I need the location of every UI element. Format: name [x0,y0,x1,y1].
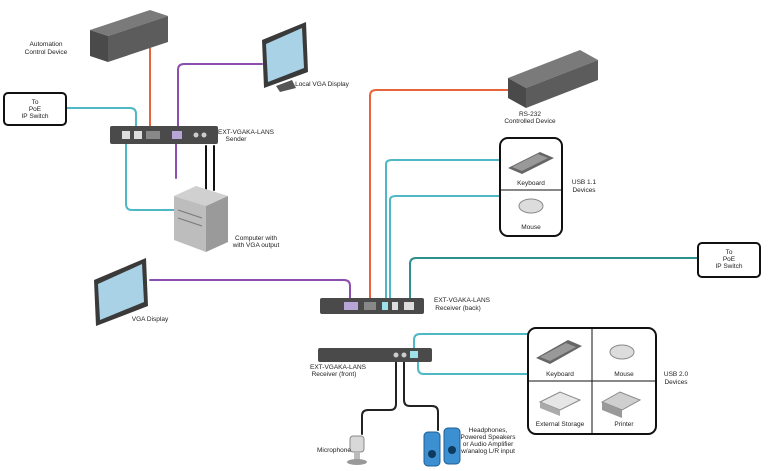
label-automation-1: Automation [30,41,63,48]
label-computer-2: with VGA output [232,242,280,249]
poe-switch-right-box [697,242,761,278]
local-vga-display [262,22,308,92]
ethernet-cable-receiver [409,257,699,301]
usb20-device-box [527,327,657,435]
microphone-icon [347,435,367,465]
label-usb11-2: Devices [572,187,596,194]
poe-switch-left-box [3,92,67,126]
label-audio-1: Headphones, [469,427,508,434]
rs232-cable-controlled [369,89,511,301]
label-receiver-back-1: EXT-VGAKA-LANS [434,297,491,304]
vga-cable-local-display [177,63,263,131]
label-receiver-back-2: Receiver (back) [435,305,481,312]
label-mouse-2: Mouse [614,371,634,378]
label-audio-3: or Audio Amplifier [463,441,514,448]
speakers-icon [423,427,461,467]
label-printer: Printer [614,421,634,428]
usb-cable-computer [125,139,179,211]
label-usb11-1: USB 1.1 [572,179,597,186]
audio-cable-speakers [403,359,439,431]
label-computer-1: Computer with [235,235,277,242]
label-audio-2: Powered Speakers [461,434,517,441]
usb-cable-usb20-a [413,333,531,353]
label-rs232-1: RS-232 [519,111,541,118]
label-poe-left-1: To [32,99,39,106]
label-keyboard-2: Keyboard [546,371,574,378]
vga-display [94,258,148,326]
receiver-back-unit [320,298,424,314]
label-automation-2: Control Device [25,49,68,56]
label-poe-left-3: IP Switch [22,113,49,120]
label-poe-right-3: IP Switch [716,263,743,270]
ethernet-cable-sender [65,107,137,131]
usb-cable-keyboard [385,159,503,301]
label-local-vga: Local VGA Display [295,81,350,88]
usb11-device-box [499,137,563,237]
label-rs232-2: Controlled Device [504,118,556,125]
label-receiver-front-1: EXT-VGAKA-LANS [310,364,367,371]
label-receiver-front-2: Receiver (front) [312,371,357,378]
label-poe-right-2: PoE [723,256,736,263]
label-mouse-1: Mouse [521,224,541,231]
label-external-storage: External Storage [536,421,585,428]
cables [65,35,699,435]
usb-cable-usb20-b [417,359,531,375]
computer-tower [174,186,228,252]
usb-cable-mouse [389,195,503,301]
label-usb20-1: USB 2.0 [664,371,689,378]
label-audio-4: w/analog L/R input [460,448,515,455]
receiver-front-unit [318,348,432,362]
label-poe-left-2: PoE [29,106,42,113]
vga-cable-display [149,279,351,301]
audio-cable-microphone [361,359,397,435]
label-keyboard-1: Keyboard [517,180,545,187]
label-usb20-2: Devices [664,379,688,386]
rs232-controlled-device [508,50,598,108]
label-microphone: Microphone [317,447,351,454]
sender-unit [110,126,218,144]
label-vga-display: VGA Display [132,316,169,323]
automation-control-device [90,10,168,62]
label-poe-right-1: To [726,249,733,256]
label-sender-1: EXT-VGAKA-LANS [218,129,275,136]
label-sender-2: Sender [226,136,248,143]
